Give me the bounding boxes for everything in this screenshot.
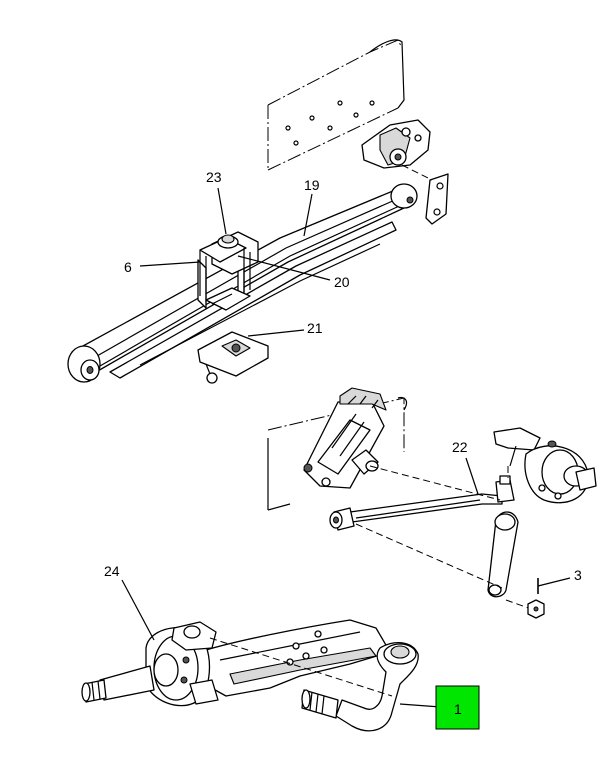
pitman-arm bbox=[355, 511, 535, 611]
callout-1: 1 bbox=[454, 701, 462, 717]
steering-knuckle-left bbox=[81, 621, 219, 707]
spring-bottom-plate bbox=[197, 331, 269, 384]
u-bolt-assembly bbox=[197, 231, 259, 311]
frame-rail bbox=[267, 39, 405, 171]
steering-gear-mount bbox=[267, 396, 408, 511]
callout-20: 20 bbox=[334, 274, 350, 290]
callout-3: 3 bbox=[574, 567, 582, 583]
callout-21: 21 bbox=[307, 320, 323, 336]
spring-shackle bbox=[401, 164, 449, 225]
callout-6: 6 bbox=[124, 259, 132, 275]
steering-gear-box bbox=[303, 387, 387, 489]
leader-lines bbox=[121, 187, 571, 709]
spring-hanger-bracket bbox=[361, 119, 431, 169]
callout-24: 24 bbox=[104, 563, 120, 579]
drag-link bbox=[329, 465, 515, 531]
front-axle-beam bbox=[205, 619, 391, 697]
highlighted-callout-1[interactable]: 1 bbox=[435, 685, 480, 730]
callout-labels: 23 19 6 20 21 22 3 24 bbox=[104, 169, 582, 583]
castle-nut bbox=[527, 578, 545, 619]
callout-23: 23 bbox=[206, 169, 222, 185]
callout-19: 19 bbox=[304, 177, 320, 193]
steering-knuckle-right bbox=[493, 427, 597, 504]
callout-22: 22 bbox=[452, 439, 468, 455]
highlight-box[interactable] bbox=[435, 685, 480, 730]
steering-arm bbox=[209, 637, 419, 732]
